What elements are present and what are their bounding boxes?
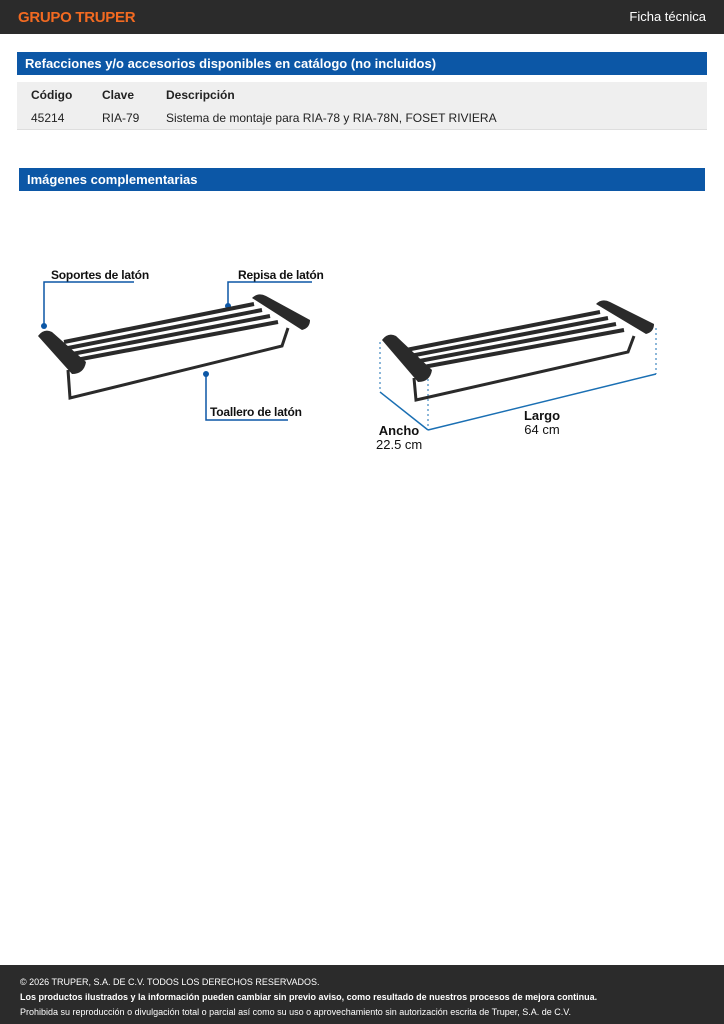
- towel-rack-illustration: [38, 281, 312, 421]
- width-label: Ancho: [378, 423, 420, 438]
- length-label: Largo: [523, 408, 561, 423]
- footer-notice: Los productos ilustrados y la informació…: [20, 992, 598, 1002]
- towel-rack-dimensions-illustration: [379, 300, 657, 431]
- cell-description: Sistema de montaje para RIA-78 y RIA-78N…: [166, 111, 497, 125]
- callout-supports: Soportes de latón: [51, 268, 149, 282]
- accessories-table: Código Clave Descripción 45214 RIA-79 Si…: [17, 82, 707, 130]
- callout-shelf: Repisa de latón: [238, 268, 324, 282]
- column-header-key: Clave: [102, 88, 135, 102]
- product-dimensions-figure: Ancho 22.5 cm Largo 64 cm: [372, 288, 672, 468]
- column-header-code: Código: [31, 88, 73, 102]
- cell-key: RIA-79: [102, 111, 140, 125]
- callout-towel-bar: Toallero de latón: [210, 405, 302, 419]
- footer-copyright: © 2026 TRUPER, S.A. DE C.V. TODOS LOS DE…: [20, 977, 320, 987]
- brand-logo: GRUPO TRUPER: [18, 9, 136, 26]
- images-section-title: Imágenes complementarias: [19, 168, 705, 191]
- footer: © 2026 TRUPER, S.A. DE C.V. TODOS LOS DE…: [0, 965, 724, 1024]
- accessories-section-title: Refacciones y/o accesorios disponibles e…: [17, 52, 707, 75]
- width-value: 22.5 cm: [376, 437, 423, 452]
- cell-code: 45214: [31, 111, 65, 125]
- length-value: 64 cm: [524, 422, 560, 437]
- footer-legal: Prohibida su reproducción o divulgación …: [20, 1007, 571, 1017]
- document-title: Ficha técnica: [629, 9, 706, 24]
- header-bar: GRUPO TRUPER Ficha técnica: [0, 0, 724, 34]
- product-parts-figure: Soportes de latón Repisa de latón Toalle…: [30, 262, 330, 432]
- column-header-description: Descripción: [166, 88, 235, 102]
